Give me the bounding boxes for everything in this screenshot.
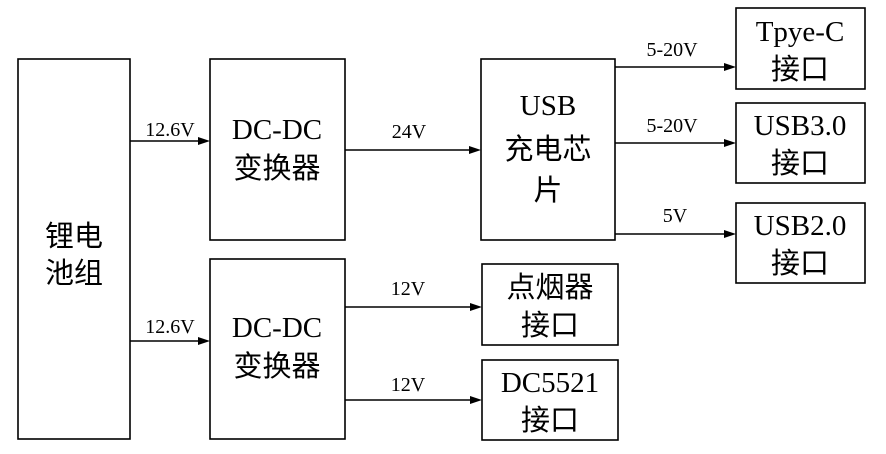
usb-chip-line-2: 充电芯	[504, 133, 591, 166]
dcdc-top-line-2: 变换器	[233, 152, 320, 185]
arrowhead	[724, 139, 736, 147]
cigarette-line-1: 点烟器	[506, 271, 593, 304]
battery-block	[17, 58, 131, 440]
arrowhead	[470, 396, 482, 404]
usb30-line-1: USB3.0	[754, 110, 847, 142]
cigarette-block	[481, 263, 619, 346]
label-usb-usb20: 5V	[663, 205, 688, 227]
dc5521-line-2: 接口	[521, 404, 579, 437]
dc5521-block	[481, 359, 619, 441]
usb-chip-line-3: 片	[533, 174, 562, 207]
typec-line-2: 接口	[771, 53, 829, 86]
dcdc-bottom-line-2: 变换器	[233, 350, 320, 383]
label-usb-usb30: 5-20V	[646, 115, 698, 137]
arrowhead	[469, 146, 481, 154]
dcdc-top-line-1: DC-DC	[232, 114, 322, 146]
usb30-block	[735, 102, 866, 184]
usb30-line-2: 接口	[771, 147, 829, 180]
label-battery-dcdc-top: 12.6V	[145, 119, 195, 141]
arrowhead	[724, 63, 736, 71]
arrowhead	[198, 137, 210, 145]
usb-chip-block	[480, 58, 616, 241]
battery-line-1: 锂电	[45, 220, 103, 253]
arrowhead	[724, 230, 736, 238]
dc5521-line-1: DC5521	[501, 367, 599, 399]
label-dcdc-cigarette: 12V	[391, 278, 426, 300]
usb-chip-line-1: USB	[520, 90, 576, 122]
label-usb-typec: 5-20V	[646, 39, 698, 61]
battery-line-2: 池组	[45, 257, 103, 290]
label-battery-dcdc-bottom: 12.6V	[145, 316, 195, 338]
typec-block	[735, 7, 866, 90]
dcdc-bottom-block	[209, 258, 346, 440]
dcdc-top-block	[209, 58, 346, 241]
dcdc-bottom-line-1: DC-DC	[232, 312, 322, 344]
usb20-line-1: USB2.0	[754, 210, 847, 242]
label-dcdc-usb: 24V	[392, 121, 427, 143]
typec-line-1: Tpye-C	[756, 16, 845, 48]
usb20-line-2: 接口	[771, 247, 829, 280]
usb20-block	[735, 202, 866, 284]
arrowhead	[198, 337, 210, 345]
cigarette-line-2: 接口	[521, 309, 579, 342]
arrowhead	[470, 303, 482, 311]
label-dcdc-dc5521: 12V	[391, 374, 426, 396]
